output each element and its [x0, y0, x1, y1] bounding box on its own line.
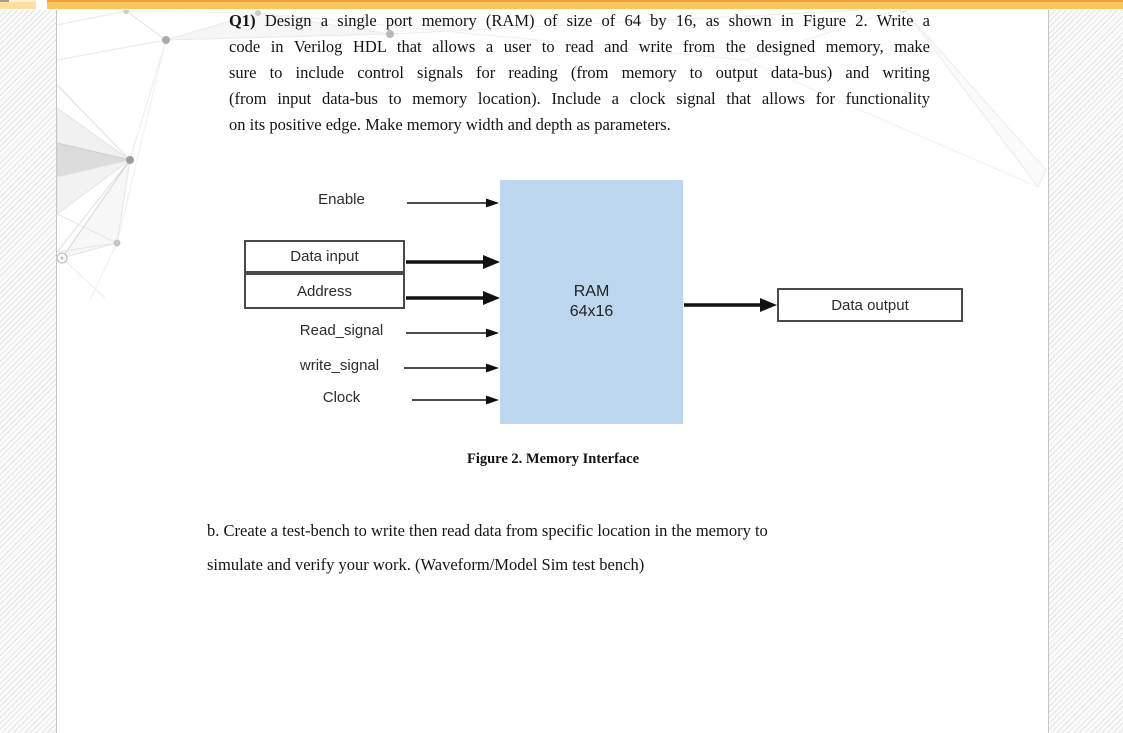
page-left-margin — [0, 10, 57, 733]
signal-label-enable: Enable — [318, 191, 365, 208]
q1-line-5: on its positive edge. Make memory width … — [229, 115, 671, 134]
question-q1-paragraph: Q1) Design a single port memory (RAM) of… — [229, 8, 930, 138]
figure-caption: Figure 2. Memory Interface — [466, 451, 640, 467]
signal-label-clock: Clock — [322, 389, 361, 406]
part-b-paragraph: b. Create a test-bench to write then rea… — [207, 514, 967, 582]
top-bar-left-tab — [0, 0, 36, 9]
part-b-line-1: b. Create a test-bench to write then rea… — [207, 521, 768, 540]
q1-line-2: code in Verilog HDL that allows a user t… — [229, 37, 930, 56]
top-bar-main — [47, 0, 1123, 9]
ram-block: RAM 64x16 — [500, 180, 683, 424]
data-output-box: Data output — [777, 288, 963, 322]
ram-block-title: RAM — [573, 283, 610, 300]
page-right-margin — [1048, 10, 1123, 733]
q1-line-3: sure to include control signals for read… — [229, 63, 930, 82]
signal-label-read-signal: Read_signal — [299, 322, 384, 339]
part-b-line-2: simulate and verify your work. (Waveform… — [207, 555, 645, 574]
top-bar-corner — [0, 0, 9, 2]
ram-block-size: 64x16 — [569, 303, 614, 320]
q1-line-1: Q1) Design a single port memory (RAM) of… — [229, 11, 930, 30]
q1-line-4: (from input data-bus to memory location)… — [229, 89, 930, 108]
signal-box-data-input: Data input — [244, 240, 405, 273]
signal-box-address: Address — [244, 273, 405, 309]
signal-label-write-signal: write_signal — [299, 357, 380, 374]
q1-label: Q1) — [229, 11, 256, 30]
top-accent-bar — [0, 0, 1123, 10]
